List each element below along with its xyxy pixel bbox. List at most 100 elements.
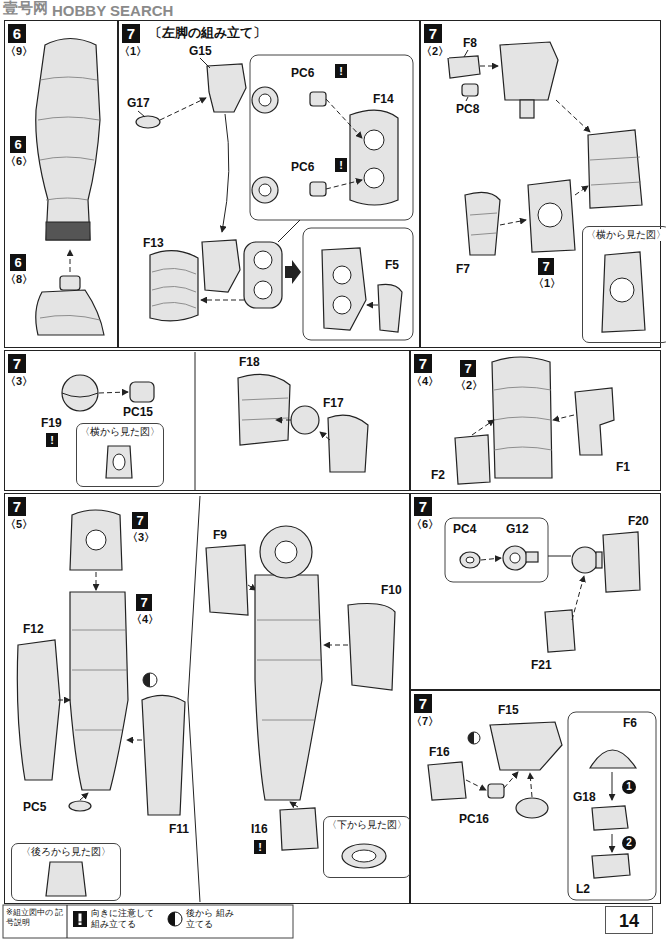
ankle-joint [291, 406, 319, 434]
ankle-joint [62, 352, 368, 490]
ankle-joint [320, 432, 330, 440]
knee-assembly [556, 100, 590, 132]
part-label: I16 [250, 822, 269, 836]
view-inset: 〈横から見た図〉 [76, 423, 164, 487]
legend-frame [3, 905, 293, 938]
step-subnumber: 〈6〉 [411, 517, 439, 531]
foot-parts [468, 732, 480, 744]
view-caption: 〈下から見た図〉 [327, 819, 407, 831]
leg-assembly [70, 510, 122, 570]
knee-parts [254, 251, 272, 269]
leg-figure [60, 276, 80, 290]
leg-figure [38, 77, 99, 200]
leg-figure [70, 250, 71, 272]
step-subnumber: 〈1〉 [119, 44, 147, 58]
joint-parts [481, 558, 501, 560]
legend: 向きに注意して 組み立てる 後から 組み立てる [72, 908, 234, 930]
leg-assembly [17, 496, 395, 902]
legend-note: ※組立図中の 記号説明 [6, 908, 64, 928]
knee-assembly [520, 100, 534, 118]
part-label: G17 [126, 96, 151, 110]
knee-parts [333, 296, 351, 314]
leg-assembly [260, 526, 312, 578]
knee-assembly [500, 220, 526, 225]
leg-assembly [17, 640, 60, 780]
legend-text: 後から 組み立てる [186, 908, 234, 930]
part-label: F9 [212, 528, 228, 542]
legend-entry: 後から 組み立てる [167, 908, 234, 930]
leg-assembly [69, 801, 91, 811]
later-symbol [168, 912, 182, 926]
part-label: PC6 [290, 160, 315, 174]
callout-subnumber: 〈8〉 [5, 272, 33, 286]
callout-number: 7 [136, 594, 152, 611]
thigh-frame [553, 415, 574, 420]
leg-figure [36, 290, 104, 335]
leg-assembly [188, 496, 200, 902]
sequence-number: 2 [622, 836, 636, 850]
callout-number: 7 [460, 360, 476, 377]
leg-figure [46, 222, 90, 240]
knee-parts [326, 180, 362, 189]
legend-symbol [72, 910, 88, 928]
callout-number: 6 [10, 254, 26, 271]
knee-assembly [466, 97, 468, 101]
leg-assembly [352, 850, 376, 862]
knee-assembly [538, 203, 562, 227]
part-label: PC4 [452, 522, 477, 536]
knee-parts [259, 184, 271, 196]
step-subnumber: 〈5〉 [5, 517, 33, 531]
thigh-frame [575, 388, 614, 455]
foot-parts [468, 732, 474, 744]
knee-assembly [588, 130, 642, 208]
foot-parts [530, 773, 532, 797]
ankle-joint [113, 454, 125, 470]
view-inset: 〈横から見た図〉 [582, 226, 666, 343]
knee-assembly [462, 84, 478, 96]
step-panel: 7〈2〉〈横から見た図〉 [420, 20, 661, 348]
callout-subnumber: 〈2〉 [455, 378, 483, 392]
leg-assembly [257, 620, 321, 720]
knee-parts [367, 305, 378, 306]
step-number: 7 [424, 24, 442, 43]
part-label: F1 [615, 460, 631, 474]
knee-parts [350, 110, 398, 205]
legend-entry: 向きに注意して 組み立てる [72, 908, 157, 930]
knee-parts [322, 248, 366, 330]
legend-frame [67, 905, 68, 938]
ankle-joint [106, 446, 132, 478]
leg-assembly [70, 592, 128, 790]
step-panel: 6〈9〉 [4, 20, 118, 348]
part-label: F10 [380, 583, 403, 597]
knee-parts [136, 116, 160, 128]
knee-parts [201, 300, 244, 301]
knee-parts [202, 240, 240, 292]
knee-parts [138, 111, 145, 117]
part-label: PC5 [22, 800, 47, 814]
part-label: PC6 [290, 66, 315, 80]
foot-parts [504, 772, 518, 788]
knee-parts [222, 114, 229, 232]
leg-assembly [324, 645, 348, 646]
leg-assembly [143, 673, 157, 687]
callout-subnumber: 〈1〉 [533, 276, 561, 290]
part-label: F13 [142, 236, 165, 250]
step-number: 7 [414, 354, 432, 373]
part-label: F14 [372, 92, 395, 106]
part-label: F6 [622, 716, 638, 730]
foot-parts [592, 854, 630, 878]
step-number: 7 [414, 497, 432, 516]
step-number: 7 [122, 24, 140, 43]
part-label: G12 [505, 522, 530, 536]
step-subnumber: 〈4〉 [411, 374, 439, 388]
knee-assembly [575, 186, 588, 195]
joint-parts [526, 552, 538, 562]
knee-assembly [448, 42, 645, 332]
step-subnumber: 〈7〉 [411, 714, 439, 728]
joint-parts [510, 553, 520, 563]
part-label: PC15 [122, 405, 154, 419]
knee-parts [250, 55, 413, 220]
step-number: 7 [8, 354, 26, 373]
caution-mark: ! [335, 158, 347, 172]
knee-parts [252, 177, 278, 203]
